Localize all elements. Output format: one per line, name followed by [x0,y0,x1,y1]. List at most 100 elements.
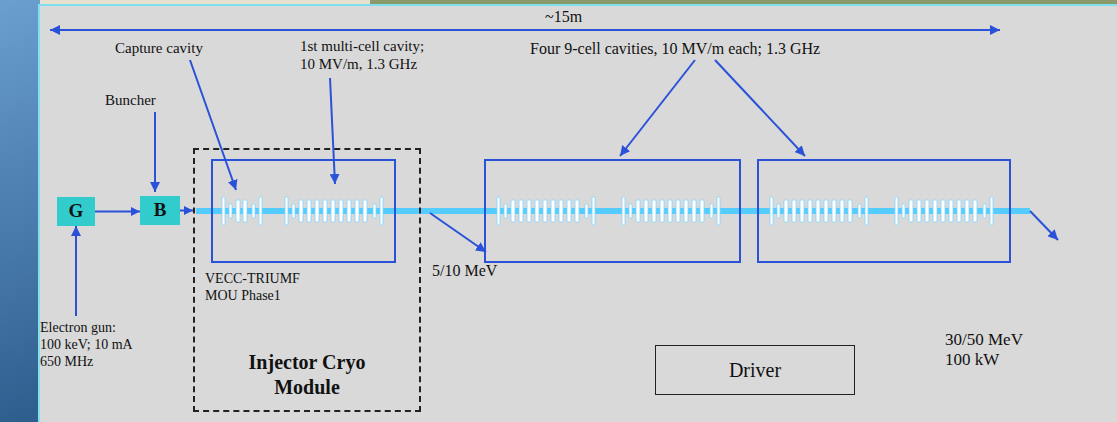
cavity-cell [229,204,232,218]
cryomodule-region: VECC-TRIUMF MOU Phase1Injector Cryo Modu… [193,148,421,412]
cavity-cell [497,197,500,225]
cavity-cell [259,197,262,225]
cavity-cell [585,204,588,218]
process-box: Driver [655,345,855,395]
part-label: 1st multi-cell cavity; [300,38,424,55]
cavity-cell [792,200,796,222]
cavity-cell [957,200,961,222]
cavity-cell [592,197,595,225]
cavity-cell [973,200,977,222]
cavity-cell [909,200,913,222]
energy-label: 5/10 MeV [432,262,497,280]
cavity-cell [692,200,696,222]
cavity-symbol [622,197,720,225]
cavity-cell [355,200,359,222]
cavity-cell [858,204,861,218]
cavity-cell [644,200,648,222]
cavity-cell [363,200,367,222]
cavity-cell [717,197,720,225]
cavity-cell [629,204,632,218]
cavity-cell [292,204,295,218]
cavity-cell [331,200,335,222]
spec-label: 10 MV/m, 1.3 GHz [300,56,417,73]
cavity-cell [567,200,571,222]
cavity-cell [824,200,828,222]
cavity-cell [895,197,898,225]
cavity-cell [622,197,625,225]
cavity-cell [543,200,547,222]
cavity-cell [236,200,240,222]
cavity-cell [347,200,351,222]
energy-label: 30/50 MeV [945,330,1023,350]
cavity-cell [559,200,563,222]
cavity-cell [965,200,969,222]
node-label: Driver [729,358,781,382]
cavity-cell [668,200,672,222]
cavity-cell [243,200,247,222]
cavity-cell [527,200,531,222]
cavity-cell [983,204,986,218]
leader-arrow [1030,211,1058,240]
panel-border [38,4,1117,422]
leader-arrow [190,60,236,190]
flow-arrow [180,210,193,212]
accelerator-drawing [50,30,1058,316]
cavity-cell [299,200,303,222]
cavity-cell [373,204,376,218]
leader-arrow [330,78,335,184]
cavity-cell [925,200,929,222]
cavity-cell [808,200,812,222]
cavity-cell [519,200,523,222]
part-label: Electron gun: [40,320,116,336]
dimension-arrow [50,29,1000,31]
cavity-cell [902,204,905,218]
cavity-cell [832,200,836,222]
cavity-cell [933,200,937,222]
part-label: Four 9-cell cavities, 10 MV/m each; 1.3 … [530,40,820,58]
cavity-cell [511,200,515,222]
leader-arrow [620,60,695,156]
module-note: VECC-TRIUMF MOU Phase1 [205,270,325,304]
cryomodule-outline [485,160,740,262]
cavity-symbol [497,197,595,225]
leader-arrow [75,226,77,316]
cavity-cell [684,200,688,222]
cavity-cell [700,200,704,222]
node-label: G [69,200,84,223]
cavity-cell [917,200,921,222]
cavity-symbol [895,197,993,225]
grey-panel [40,6,1117,422]
cavity-cell [816,200,820,222]
cavity-cell [990,197,993,225]
part-label: Buncher [105,92,156,109]
cavity-cell [307,200,311,222]
cavity-cell [285,197,288,225]
cryomodule-outline [212,160,395,262]
cavity-cell [840,200,844,222]
cavity-cell [660,200,664,222]
cavity-cell [652,200,656,222]
cavity-cell [535,200,539,222]
spec-label: 100 keV; 10 mA [40,337,133,353]
cavity-cell [315,200,319,222]
cavity-cell [800,200,804,222]
cavity-cell [770,197,773,225]
cavity-cell [949,200,953,222]
cavity-cell [222,197,225,225]
node-label: B [154,199,167,222]
cavity-cell [504,204,507,218]
cavity-cell [551,200,555,222]
leader-arrow [430,213,486,252]
gun-box: G [57,197,95,226]
part-label: Capture cavity [115,40,203,57]
cavity-symbol [285,197,383,225]
cavity-cell [848,200,852,222]
flow-arrow [95,211,140,213]
cavity-symbol [770,197,868,225]
cavity-cell [339,200,343,222]
cavity-cell [941,200,945,222]
power-label: 100 kW [945,350,999,370]
cavity-cell [710,204,713,218]
